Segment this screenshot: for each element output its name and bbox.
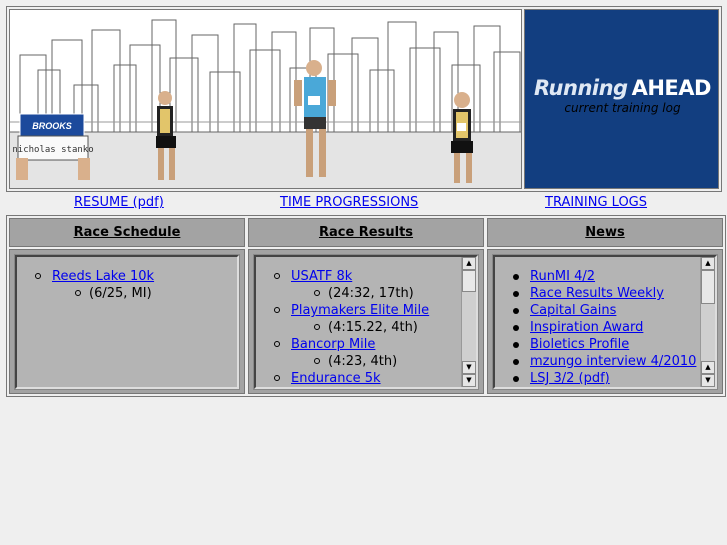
race-detail: (6/25, MI) (89, 286, 152, 301)
bullet-icon (513, 342, 519, 348)
bullet-icon (314, 290, 320, 296)
news-link[interactable]: Bioletics Profile (530, 337, 630, 352)
list-item: (24:32, 17th) (256, 285, 476, 302)
bullet-icon (513, 376, 519, 382)
bullet-icon (513, 291, 519, 297)
scroll-down-icon[interactable]: ▼ (462, 374, 476, 387)
list-item: LSJ 3/2 (pdf) (495, 370, 715, 387)
news-column: News RunMI 4/2 Race Results Weekly Capit… (487, 218, 723, 394)
list-item: Bancorp Mile (256, 336, 476, 353)
resume-link[interactable]: RESUME (pdf) (74, 195, 164, 210)
race-schedule-column: Race Schedule Reeds Lake 10k (6/25, MI) (9, 218, 245, 394)
race-results-body: USATF 8k (24:32, 17th) Playmakers Elite … (248, 249, 484, 394)
result-link[interactable]: Playmakers Elite Mile (291, 303, 430, 318)
news-link[interactable]: Inspiration Award (530, 320, 644, 335)
scroll-up-icon[interactable]: ▲ (462, 257, 476, 270)
logo-subtitle: current training log (564, 101, 681, 115)
list-item: mzungo interview 4/2010 (495, 353, 715, 370)
bullet-icon (513, 274, 519, 280)
logo-ahead: AHEAD (631, 76, 712, 100)
news-frame[interactable]: RunMI 4/2 Race Results Weekly Capital Ga… (492, 254, 718, 390)
news-link[interactable]: mzungo interview 4/2010 (530, 354, 697, 369)
runner-right (451, 92, 473, 183)
race-link[interactable]: Reeds Lake 10k (52, 269, 155, 284)
sign-text: nicholas stanko (12, 145, 93, 155)
banner-illustration: BROOKS nicholas stanko (10, 19, 521, 188)
news-scrollbar[interactable]: ▲ ▲ ▼ (700, 257, 715, 387)
banner-image: BROOKS nicholas stanko (9, 9, 522, 189)
scroll-down-icon[interactable]: ▼ (462, 361, 476, 374)
scroll-thumb[interactable] (701, 270, 715, 304)
result-link[interactable]: USATF 8k (291, 269, 353, 284)
logo-running: Running (534, 76, 628, 100)
race-schedule-body: Reeds Lake 10k (6/25, MI) (9, 249, 245, 394)
runner-center (294, 60, 336, 177)
result-detail: (4:15.22, 4th) (328, 320, 418, 335)
list-item: RunMI 4/2 (495, 268, 715, 285)
bullet-icon (314, 358, 320, 364)
race-results-title: Race Results (318, 225, 414, 240)
result-link[interactable]: Bancorp Mile (291, 337, 376, 352)
result-link[interactable]: Endurance 5k (291, 371, 381, 386)
scroll-thumb[interactable] (462, 270, 476, 292)
list-item: Capital Gains (495, 302, 715, 319)
bullet-icon (314, 324, 320, 330)
list-item: Race Results Weekly (495, 285, 715, 302)
race-schedule-frame: Reeds Lake 10k (6/25, MI) (14, 254, 240, 390)
race-results-header: Race Results (248, 218, 484, 247)
result-detail: (4:23, 4th) (328, 354, 398, 369)
news-link[interactable]: RunMI 4/2 (530, 269, 596, 284)
news-link[interactable]: Race Results Weekly (530, 286, 664, 301)
news-header: News (487, 218, 723, 247)
bullet-icon (274, 307, 280, 313)
news-link[interactable]: LSJ 3/2 (pdf) (530, 371, 610, 386)
race-results-column: Race Results USATF 8k (24:32, 17th) (248, 218, 484, 394)
race-schedule-header: Race Schedule (9, 218, 245, 247)
bullet-icon (274, 375, 280, 381)
scroll-down-icon[interactable]: ▼ (701, 374, 715, 387)
list-item: (6/25, MI) (17, 285, 237, 302)
list-item: (4:23, 4th) (256, 353, 476, 370)
list-item: Inspiration Award (495, 319, 715, 336)
news-link[interactable]: Capital Gains (530, 303, 617, 318)
news-body: RunMI 4/2 Race Results Weekly Capital Ga… (487, 249, 723, 394)
bullet-icon (274, 341, 280, 347)
race-results-scrollbar[interactable]: ▲ ▼ ▼ (461, 257, 476, 387)
nav-links: RESUME (pdf) TIME PROGRESSIONS TRAINING … (0, 195, 727, 213)
list-item: Reeds Lake 10k (17, 268, 237, 285)
list-item: (4:15.22, 4th) (256, 319, 476, 336)
list-item: Playmakers Elite Mile (256, 302, 476, 319)
bullet-icon (513, 308, 519, 314)
race-results-frame[interactable]: USATF 8k (24:32, 17th) Playmakers Elite … (253, 254, 479, 390)
race-schedule-title: Race Schedule (73, 225, 181, 240)
runner-left (156, 91, 176, 180)
scroll-up-icon[interactable]: ▲ (701, 257, 715, 270)
training-logs-link[interactable]: TRAINING LOGS (545, 195, 648, 210)
time-progressions-link[interactable]: TIME PROGRESSIONS (280, 195, 419, 210)
bullet-icon (35, 273, 41, 279)
list-item: Bioletics Profile (495, 336, 715, 353)
panels-table: Race Schedule Reeds Lake 10k (6/25, MI) (6, 215, 726, 397)
bullet-icon (513, 325, 519, 331)
sponsor-text: BROOKS (32, 121, 72, 131)
list-item: Endurance 5k (256, 370, 476, 387)
scroll-up-icon[interactable]: ▲ (701, 361, 715, 374)
bullet-icon (274, 273, 280, 279)
result-detail: (24:32, 17th) (328, 286, 414, 301)
news-title: News (585, 225, 625, 240)
bullet-icon (75, 290, 81, 296)
list-item: USATF 8k (256, 268, 476, 285)
brooks-sign: BROOKS nicholas stanko (12, 113, 94, 180)
bullet-icon (513, 359, 519, 365)
